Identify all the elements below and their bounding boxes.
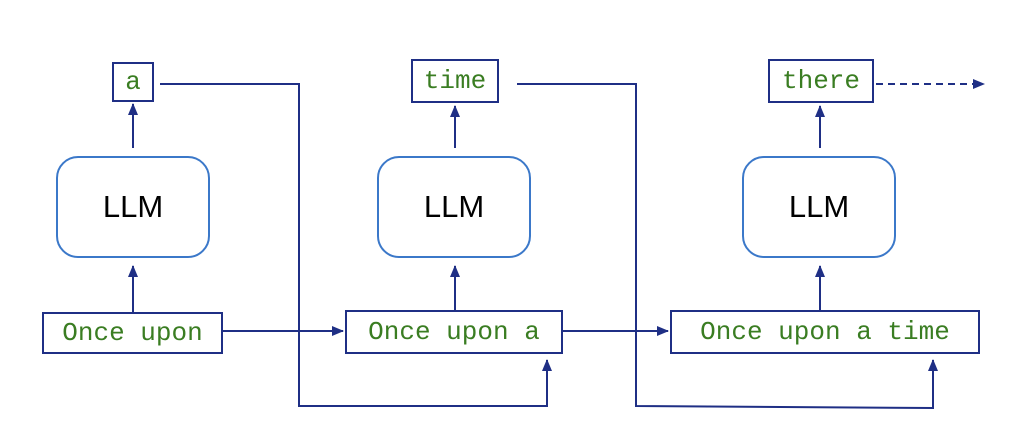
output-token-box-1: a <box>112 62 154 102</box>
llm-box-2: LLM <box>377 156 531 258</box>
feedback-arrow-output-1 <box>160 83 552 407</box>
feedback-arrow-output-2 <box>517 83 938 410</box>
llm-box-1: LLM <box>56 156 210 258</box>
output-token-box-3: there <box>768 59 874 103</box>
llm-box-3: LLM <box>742 156 896 258</box>
output-token-box-2: time <box>411 59 499 103</box>
input-sequence-box-1: Once upon <box>42 312 223 354</box>
input-sequence-box-3: Once upon a time <box>670 310 980 354</box>
input-sequence-box-2: Once upon a <box>345 310 563 354</box>
